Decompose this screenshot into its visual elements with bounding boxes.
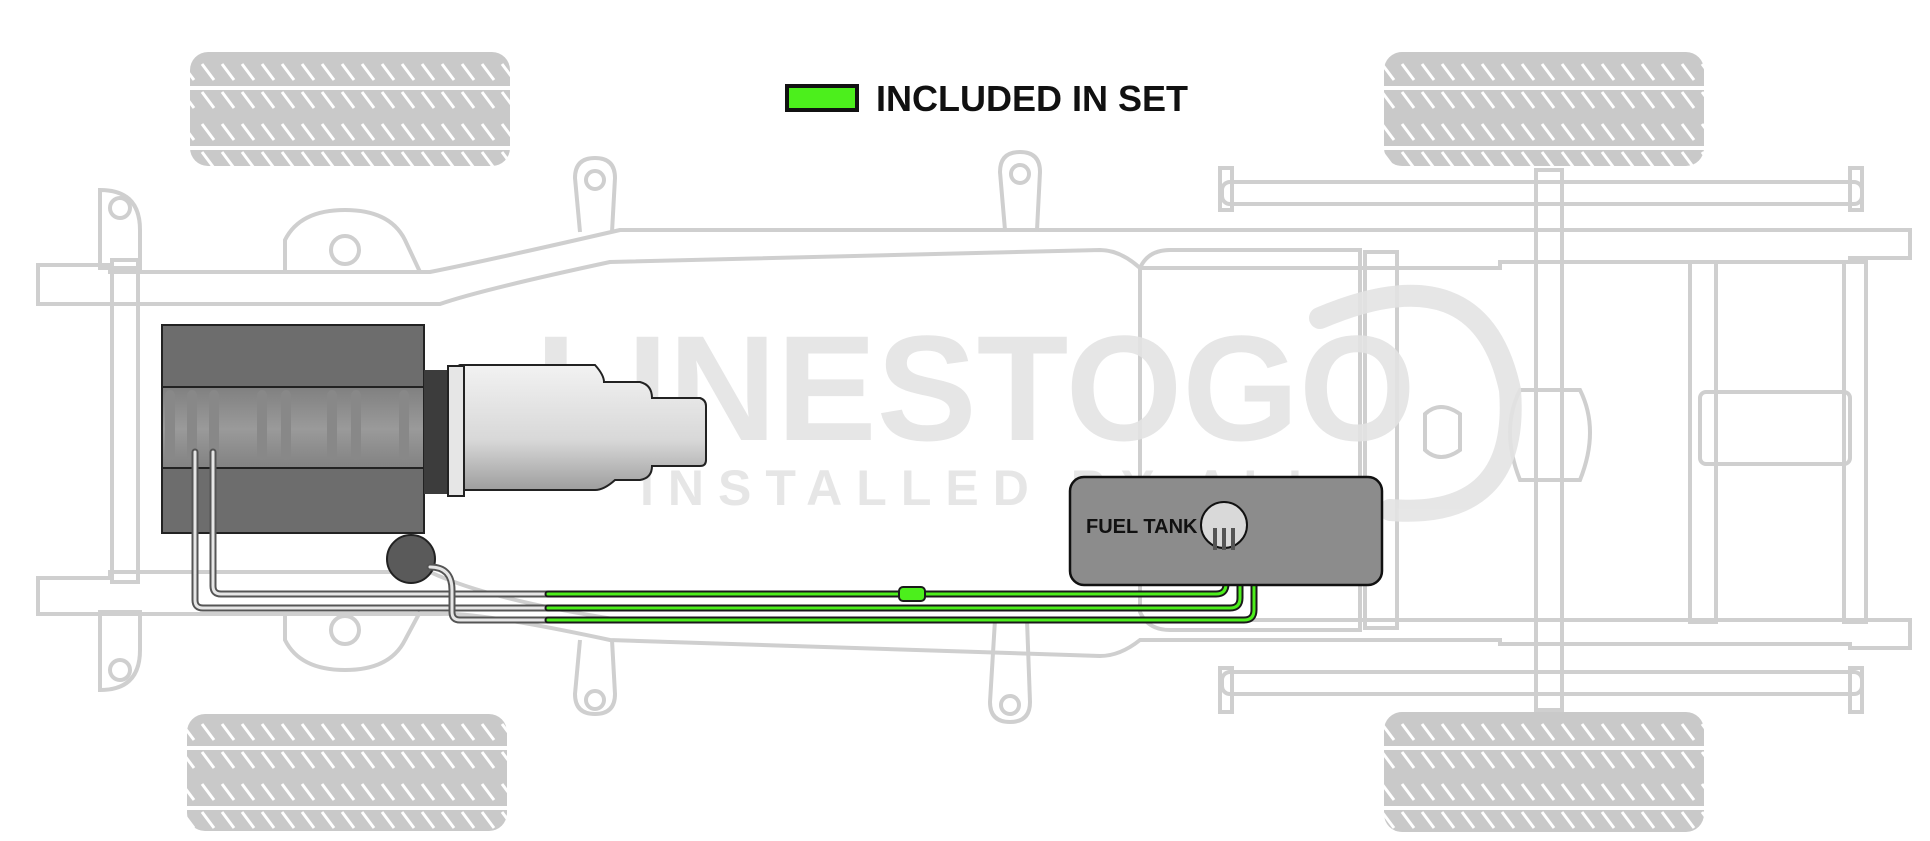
tire-front-top (190, 52, 510, 166)
engine-head-bottom (161, 467, 425, 534)
fuel-line-filter-segment (428, 565, 550, 622)
body-mount-hole (999, 694, 1021, 716)
shackle-top-right (1848, 166, 1864, 212)
bracket-front-left-top (98, 187, 142, 270)
body-mount-tab (987, 619, 1033, 725)
front-crossmember-hump-top (283, 207, 422, 273)
body-mount-hole (584, 169, 606, 191)
shackle-top-left (1218, 166, 1234, 212)
sending-unit-tubes (1213, 528, 1235, 550)
body-mount-tab (572, 155, 618, 233)
transmission-flange (447, 365, 465, 497)
legend-label: INCLUDED IN SET (876, 78, 1188, 119)
fuel-line-engine-supply (193, 450, 550, 610)
rear-crossmember-2 (1842, 260, 1868, 624)
rear-crossmember-1 (1688, 260, 1718, 624)
body-mount-hole (1009, 163, 1031, 185)
bracket-hole (108, 658, 132, 682)
tire-rear-top (1384, 52, 1704, 166)
watermark-swoosh (1309, 284, 1522, 522)
body-mount-tab (997, 149, 1043, 231)
legend: INCLUDED IN SET (785, 78, 1188, 119)
body-mount-tab (572, 639, 618, 717)
tires (187, 52, 1704, 832)
frame-rail-upper (36, 228, 1912, 306)
bellhousing (424, 370, 450, 494)
tire-front-bottom (187, 714, 507, 831)
fuel-filter-canister (386, 534, 436, 584)
legend-swatch (785, 84, 859, 112)
included-line-vapor (546, 533, 1256, 622)
leaf-spring-top (1220, 180, 1864, 206)
shackle-bottom-left (1218, 666, 1234, 714)
fuel-tank-label: FUEL TANK (1086, 516, 1198, 538)
rear-differential (1508, 388, 1592, 482)
body-mount-hole (584, 689, 606, 711)
tire-rear-bottom (1384, 712, 1704, 832)
engine (161, 324, 450, 534)
crossmember-hole (329, 234, 361, 266)
fuel-tank: FUEL TANK (1068, 475, 1384, 587)
transmission (447, 364, 707, 497)
spare-tire-carrier (1423, 405, 1462, 459)
crossmember-hole (329, 614, 361, 646)
transmission-case (449, 364, 707, 491)
frame-rail-lower (36, 570, 1912, 659)
mid-crossmember (1363, 250, 1399, 630)
rear-center-plate (1698, 390, 1852, 466)
bracket-hole (108, 196, 132, 220)
front-crossmember (110, 258, 140, 584)
leaf-spring-bottom (1220, 670, 1864, 696)
rear-axle-tube (1534, 168, 1564, 712)
front-crossmember-hump-bottom (283, 611, 422, 673)
engine-head-top (161, 324, 425, 388)
bracket-front-left-bottom (98, 610, 142, 693)
shackle-bottom-right (1848, 666, 1864, 714)
exhaust-manifold (165, 390, 409, 460)
fuel-line-engine-return (211, 450, 550, 596)
included-line-return (546, 533, 1242, 610)
inline-connector (898, 586, 926, 602)
